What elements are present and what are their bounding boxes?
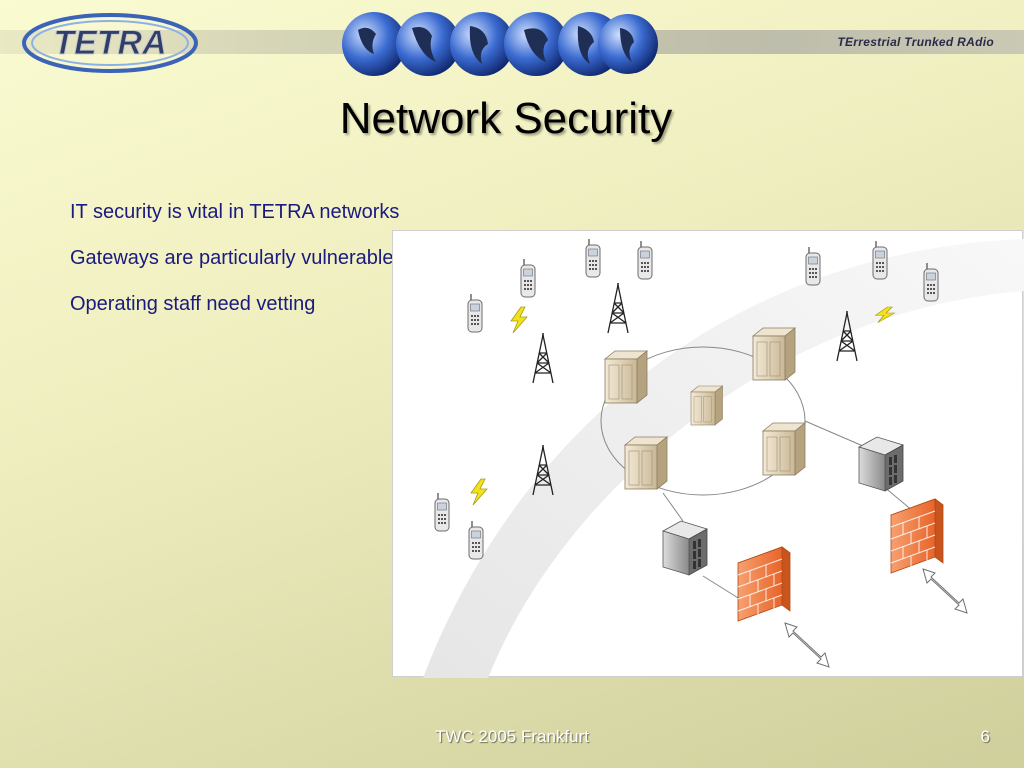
link-gateway-firewall-right: [882, 485, 914, 512]
gateway-server-icon: [662, 520, 708, 576]
network-diagram-svg: [423, 238, 1024, 678]
link-core-gateway-right: [804, 420, 864, 447]
background-swoosh: [423, 239, 1024, 678]
mobile-phone-icon: [434, 492, 450, 532]
link-gateway-firewall-left: [702, 575, 744, 602]
firewall-icon: [890, 498, 944, 574]
mobile-phone-icon: [805, 246, 821, 286]
mobile-phone-icon: [637, 240, 653, 280]
bidirectional-arrow-icon: [784, 622, 830, 668]
mobile-phone-icon: [520, 258, 536, 298]
header-tagline: TErrestrial Trunked RAdio: [837, 35, 994, 49]
radio-tower-icon: [607, 282, 629, 334]
core-server-icon: [762, 422, 806, 476]
footer-event: TWC 2005 Frankfurt: [435, 727, 589, 746]
page-number: 6: [980, 727, 990, 746]
link-core-gateway-left: [662, 492, 684, 522]
slide-header: TETRA TErrestrial Trunked RAdio: [0, 0, 1024, 82]
core-server-icon: [752, 327, 796, 381]
bullet-item: Gateways are particularly vulnerable.: [70, 247, 400, 269]
network-diagram: [392, 230, 1024, 678]
wireless-bolt-icon: [510, 306, 528, 334]
mobile-phone-icon: [467, 293, 483, 333]
mobile-phone-icon: [585, 238, 601, 278]
firewall-icon: [737, 546, 791, 622]
slide-title: Network Security: [339, 94, 673, 143]
gateway-server-icon: [858, 436, 904, 492]
bullet-list: IT security is vital in TETRA networks G…: [70, 198, 399, 336]
bidirectional-arrow-icon: [922, 568, 968, 614]
tetra-logo: TETRA: [22, 13, 198, 73]
core-server-icon: [604, 350, 648, 404]
core-server-icon: [624, 436, 668, 490]
mobile-phone-icon: [468, 520, 484, 560]
mobile-phone-icon: [872, 240, 888, 280]
bullet-item: Operating staff need vetting: [70, 293, 316, 315]
core-server-icon: [690, 385, 723, 426]
network-links: [600, 346, 914, 602]
logo-wordmark: TETRA: [53, 24, 166, 62]
bullet-item: IT security is vital in TETRA networks: [70, 201, 400, 223]
globes-graphic: [342, 12, 658, 76]
wireless-bolt-icon: [470, 478, 488, 506]
radio-tower-icon: [532, 332, 554, 384]
